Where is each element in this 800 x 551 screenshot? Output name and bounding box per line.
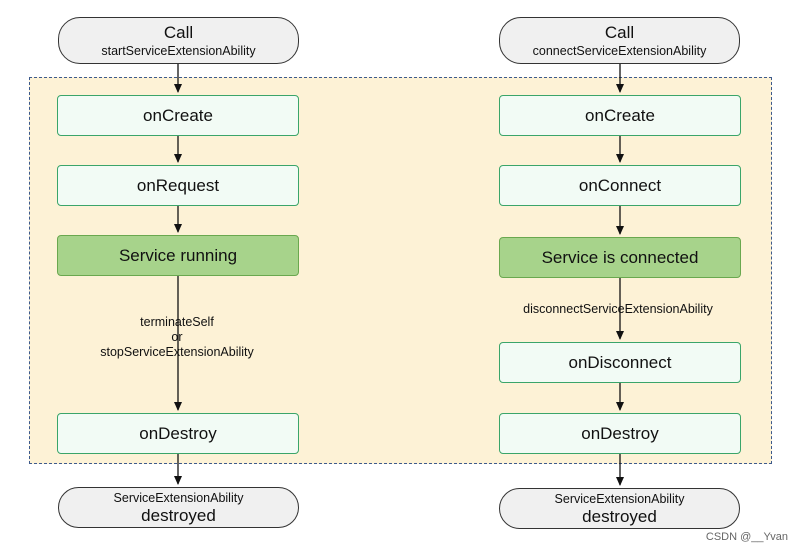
right-ondisconnect-node: onDisconnect xyxy=(499,342,741,383)
right-start-call: connectServiceExtensionAbility xyxy=(532,43,707,58)
left-end-ability: ServiceExtensionAbility xyxy=(113,490,244,505)
right-start-title: Call xyxy=(604,22,635,42)
right-end-state: destroyed xyxy=(582,506,657,526)
right-onconnect-node: onConnect xyxy=(499,165,741,206)
left-start-call: startServiceExtensionAbility xyxy=(101,43,256,58)
left-onrequest-node: onRequest xyxy=(57,165,299,206)
left-end-terminal: ServiceExtensionAbility destroyed xyxy=(58,487,299,528)
left-oncreate-node: onCreate xyxy=(57,95,299,136)
left-edge-label-line3: stopServiceExtensionAbility xyxy=(100,345,254,359)
right-end-terminal: ServiceExtensionAbility destroyed xyxy=(499,488,740,529)
left-ondestroy-node: onDestroy xyxy=(57,413,299,454)
right-service-connected-node: Service is connected xyxy=(499,237,741,278)
left-stop-edge-label: terminateSelf or stopServiceExtensionAbi… xyxy=(100,315,254,360)
right-oncreate-node: onCreate xyxy=(499,95,741,136)
left-start-terminal: Call startServiceExtensionAbility xyxy=(58,17,299,64)
left-end-state: destroyed xyxy=(141,505,216,525)
watermark-text: CSDN @__Yvan xyxy=(705,531,788,543)
right-disconnect-edge-label: disconnectServiceExtensionAbility xyxy=(523,302,713,316)
right-end-ability: ServiceExtensionAbility xyxy=(554,491,685,506)
left-edge-label-line2: or xyxy=(171,330,183,344)
left-edge-label-line1: terminateSelf xyxy=(140,315,214,329)
left-start-title: Call xyxy=(163,22,194,42)
left-service-running-node: Service running xyxy=(57,235,299,276)
right-ondestroy-node: onDestroy xyxy=(499,413,741,454)
right-start-terminal: Call connectServiceExtensionAbility xyxy=(499,17,740,64)
